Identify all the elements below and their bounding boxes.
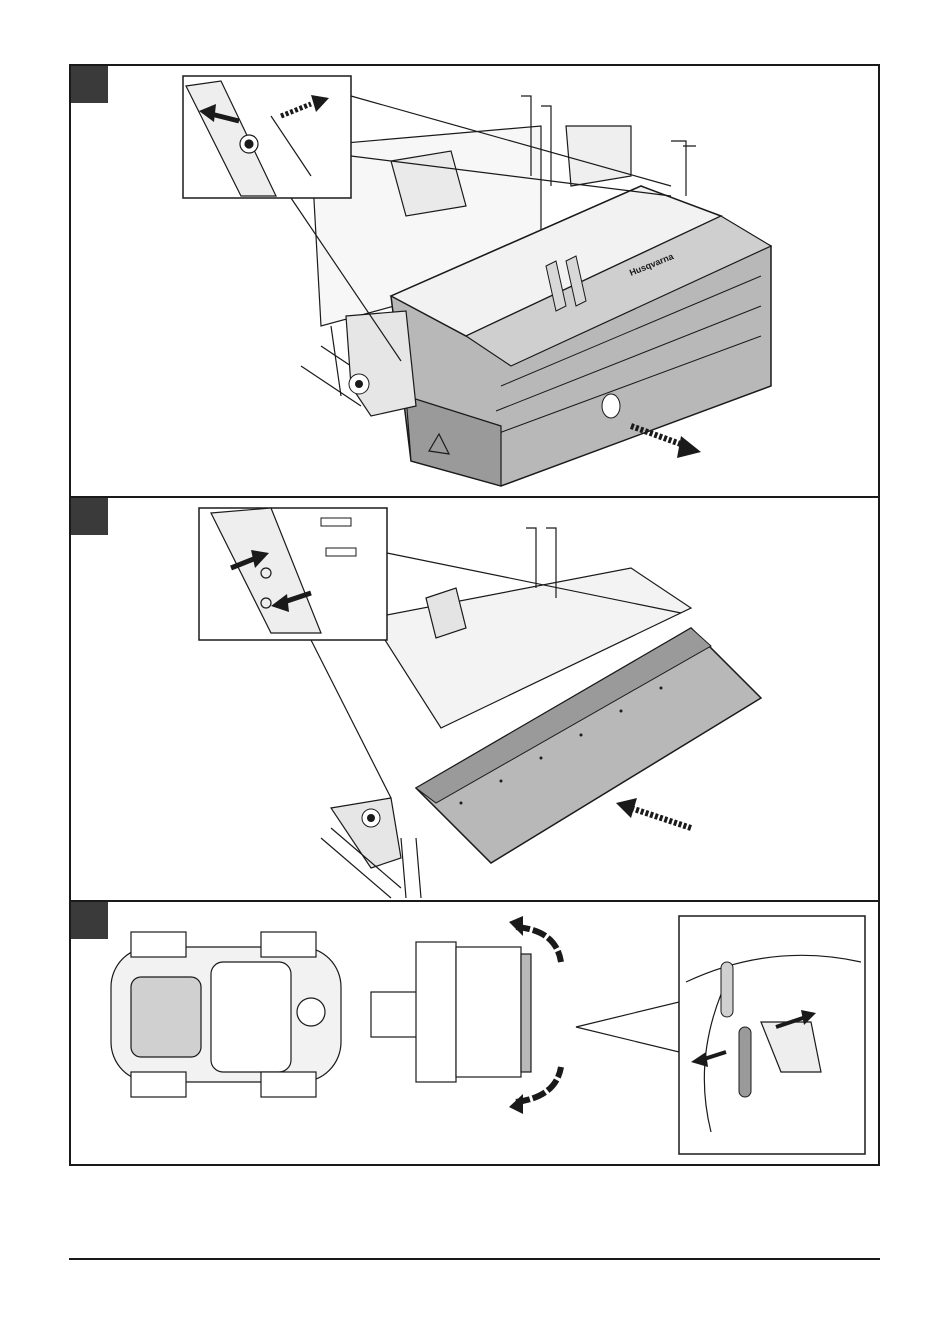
illustration-swivel — [71, 902, 878, 1164]
figure-panel-c — [71, 902, 878, 1164]
footer-rule — [69, 1258, 880, 1260]
figure-frame: Husqvarna — [69, 64, 880, 1166]
arrow-insert-icon — [616, 798, 691, 828]
illustration-mount-deflector — [71, 498, 878, 900]
figure-panel-a: Husqvarna — [71, 66, 878, 498]
implement-top-view — [456, 947, 531, 1077]
tractor-icon — [111, 932, 341, 1097]
illustration-remove-cover: Husqvarna — [71, 66, 878, 496]
figure-panel-b — [71, 498, 878, 902]
arrow-remove-icon — [631, 426, 701, 458]
